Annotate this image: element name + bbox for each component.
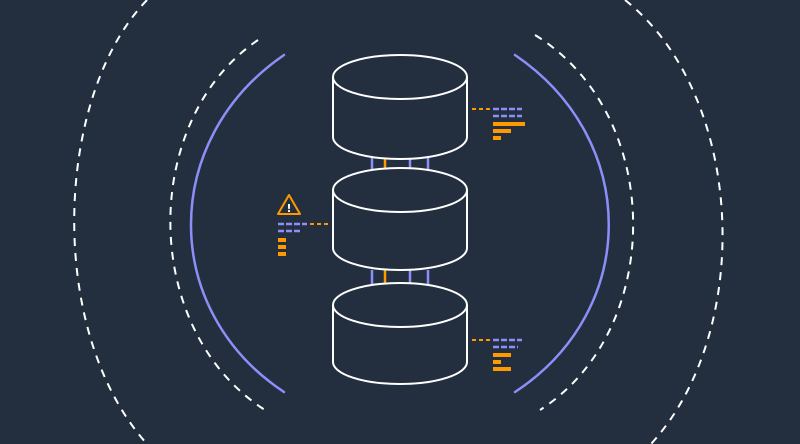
log-block-orange bbox=[278, 238, 286, 242]
cylinder-top bbox=[332, 54, 468, 100]
blue-bracket-left bbox=[189, 53, 286, 394]
log-block-orange bbox=[493, 122, 525, 126]
database-shard-bottom bbox=[332, 282, 468, 385]
cylinder-top bbox=[332, 282, 468, 328]
log-block-orange bbox=[493, 367, 511, 371]
log-block-orange bbox=[493, 353, 511, 357]
log-block-orange bbox=[493, 136, 501, 140]
outer-dashed-arc-right bbox=[624, 0, 724, 444]
cylinder-body bbox=[332, 77, 468, 160]
warning-triangle-icon bbox=[277, 194, 301, 215]
annotation-top-right bbox=[472, 107, 525, 140]
log-block-orange bbox=[278, 245, 286, 249]
log-block-orange bbox=[493, 129, 511, 133]
annotation-bottom-right bbox=[472, 338, 522, 371]
outer-dashed-arc-left bbox=[73, 0, 148, 444]
cylinder-top bbox=[332, 167, 468, 213]
log-block-orange bbox=[278, 252, 286, 256]
database-shard-middle bbox=[332, 167, 468, 271]
warning-mark: ! bbox=[286, 202, 291, 215]
inner-dashed-arc-right bbox=[534, 34, 635, 411]
annotation-left-warning: ! bbox=[277, 194, 328, 256]
database-shard-top bbox=[332, 54, 468, 160]
inner-dashed-arc-left bbox=[169, 39, 266, 411]
blue-bracket-right bbox=[513, 53, 610, 394]
log-block-orange bbox=[493, 360, 501, 364]
